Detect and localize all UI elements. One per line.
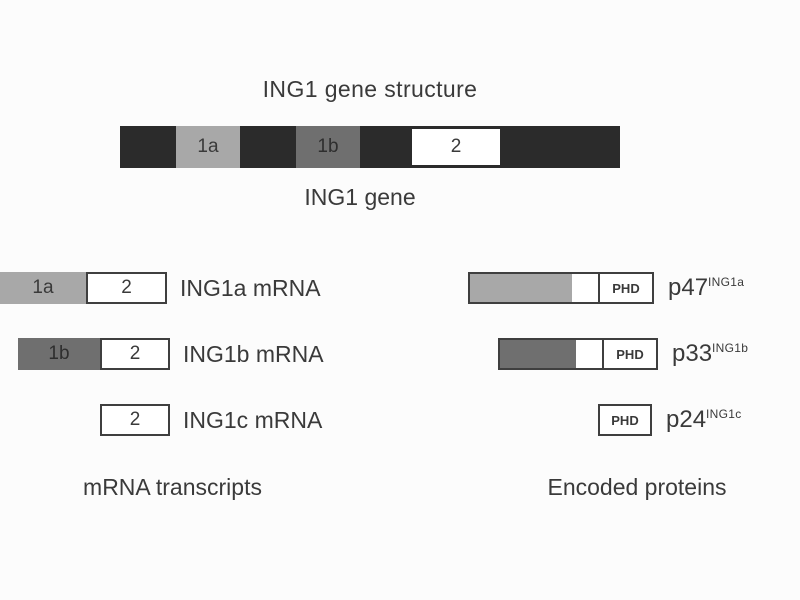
gene-exon-1a: 1a (176, 126, 240, 168)
mrna-exon-2-box: 2 (100, 338, 170, 370)
protein-name: p33ING1b (672, 340, 748, 368)
protein-name-base: p47 (668, 274, 709, 301)
protein-bar-p33: PHD (498, 338, 658, 370)
gene-segment-dark-2 (240, 126, 296, 168)
mrna-caption: mRNA transcripts (83, 474, 262, 500)
protein-linker-segment (572, 274, 598, 302)
mrna-exon-1b-box: 1b (18, 338, 100, 370)
protein-name-superscript: ING1a (708, 275, 745, 289)
proteins-caption: Encoded proteins (547, 474, 727, 500)
protein-row-p24: PHD p24ING1c (598, 404, 742, 436)
mrna-row-ing1b: 1b 2 ING1b mRNA (18, 338, 324, 370)
gene-exon-2: 2 (412, 126, 500, 168)
mrna-exon-1a-box: 1a (0, 272, 86, 304)
phd-domain-box: PHD (598, 274, 652, 302)
diagram-title: ING1 gene structure (262, 76, 478, 102)
protein-name: p24ING1c (666, 406, 742, 434)
protein-linker-segment (576, 340, 602, 368)
protein-body-segment (470, 274, 572, 302)
mrna-row-ing1c: 2 ING1c mRNA (100, 404, 322, 436)
gene-exon-1b: 1b (296, 126, 360, 168)
protein-row-p33: PHD p33ING1b (498, 338, 748, 370)
mrna-name: ING1b mRNA (183, 340, 324, 367)
protein-name-base: p33 (672, 340, 713, 367)
phd-domain-box: PHD (602, 340, 656, 368)
gene-segment-dark-1 (120, 126, 176, 168)
protein-row-p47: PHD p47ING1a (468, 272, 744, 304)
protein-bar-p47: PHD (468, 272, 654, 304)
mrna-name: ING1a mRNA (180, 274, 321, 301)
mrna-exon-2-box: 2 (100, 404, 170, 436)
gene-segment-dark-4 (500, 126, 620, 168)
mrna-name: ING1c mRNA (183, 406, 323, 433)
protein-body-segment (500, 340, 576, 368)
mrna-exon-2-box: 2 (86, 272, 167, 304)
protein-name-base: p24 (666, 406, 707, 433)
protein-name: p47ING1a (668, 274, 744, 302)
protein-name-superscript: ING1b (712, 341, 749, 355)
gene-label: ING1 gene (304, 184, 416, 210)
gene-segment-dark-3 (360, 126, 412, 168)
phd-domain-box: PHD (598, 404, 652, 436)
mrna-row-ing1a: 1a 2 ING1a mRNA (0, 272, 321, 304)
gene-structure-bar: 1a 1b 2 (120, 126, 620, 168)
protein-name-superscript: ING1c (706, 407, 742, 421)
